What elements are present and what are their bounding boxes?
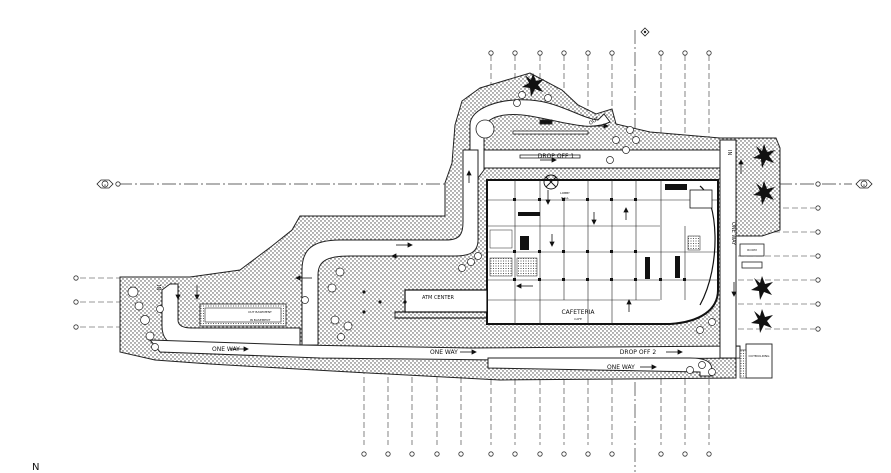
axis-a-marker-right: A [855, 179, 873, 189]
drop-off-1-curbs [512, 119, 589, 159]
lobby-label: LOBBY [560, 191, 570, 195]
out-label: OUT [588, 116, 601, 127]
one-way-label-vertical: ONE WAY [730, 222, 736, 246]
outbuilding-label: OUTBUILDING [749, 354, 771, 358]
grid-bubbles [73, 50, 821, 457]
one-way-label-center: ONE WAY [430, 349, 458, 356]
in-label-left: IN [155, 285, 161, 290]
one-way-label-right: ONE WAY [607, 364, 635, 371]
axis-a-marker-left: A [96, 179, 114, 189]
cafeteria-sub-label: CAFE [574, 317, 582, 321]
lobby-sub-label: HALL [561, 196, 569, 200]
trees [127, 91, 716, 376]
traffic-arrows [175, 123, 744, 370]
small-room-label: ROOM [747, 248, 757, 252]
palm-trees [522, 73, 775, 333]
x-symbol-icon [543, 174, 559, 190]
axis-a-label-left: A [104, 183, 107, 187]
basement-ramp: OUT BASEMENT IN BASEMENT [199, 303, 287, 327]
driveways [148, 99, 741, 377]
outbuilding: OUTBUILDING [739, 243, 773, 379]
out-basement-label: OUT BASEMENT [248, 310, 272, 314]
cafeteria-label: CAFETERIA [561, 309, 595, 316]
in-label-right: IN [726, 150, 732, 155]
one-way-label-left: ONE WAY [212, 346, 240, 353]
in-basement-label: IN BASEMENT [250, 318, 271, 322]
atm-plaza-edge [394, 290, 487, 319]
drop-off-2-label: DROP OFF 2 [620, 349, 657, 356]
axis-a-label-right: A [863, 183, 866, 187]
atm-center-label: ATM CENTER [422, 295, 455, 301]
circular-feature [475, 119, 495, 139]
axis-top-marker [640, 27, 650, 37]
drop-off-1-label: DROP OFF 1 [538, 153, 575, 160]
north-label: N [32, 462, 40, 473]
building [362, 174, 719, 325]
